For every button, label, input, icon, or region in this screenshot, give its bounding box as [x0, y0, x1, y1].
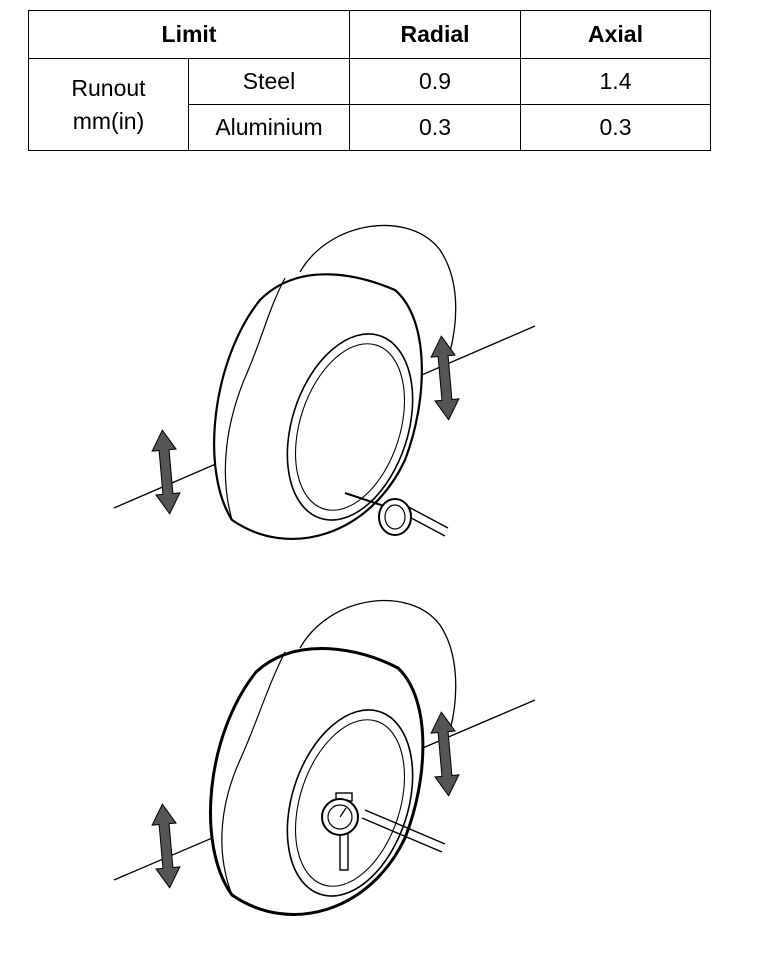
- aluminium-radial-value: 0.3: [349, 104, 522, 151]
- aluminium-axial-value: 0.3: [520, 104, 712, 151]
- runout-unit: mm(in): [72, 107, 145, 134]
- runout-limit-table: Limit Radial Axial Runout mm(in) Steel 0…: [27, 10, 712, 151]
- dial-gauge-icon: [321, 792, 446, 871]
- material-steel: Steel: [187, 58, 351, 105]
- tire: [209, 646, 425, 916]
- dial-gauge-icon: [344, 492, 449, 537]
- rotation-arrow-icon: [428, 710, 462, 798]
- material-aluminium: Aluminium: [187, 104, 351, 151]
- table-row: Aluminium 0.3 0.3: [29, 104, 712, 151]
- axial-runout-illustration: [113, 599, 536, 916]
- table-header-row: Limit Radial Axial: [27, 10, 712, 59]
- header-axial: Axial: [520, 10, 712, 59]
- radial-runout-illustration: [113, 224, 536, 541]
- fender-outline: [299, 599, 457, 731]
- tire: [213, 273, 423, 541]
- rotation-arrow-icon: [149, 802, 183, 890]
- rotation-arrow-icon: [149, 428, 183, 516]
- table-row: Runout mm(in) Steel 0.9 1.4: [28, 58, 712, 151]
- rotation-arrow-icon: [428, 334, 462, 422]
- header-radial: Radial: [349, 10, 522, 59]
- fender-outline: [299, 224, 457, 353]
- runout-label-cell: Runout mm(in): [28, 58, 189, 151]
- steel-axial-value: 1.4: [520, 58, 712, 105]
- steel-radial-value: 0.9: [349, 58, 522, 105]
- runout-label: Runout: [71, 74, 146, 101]
- header-limit: Limit: [27, 10, 351, 59]
